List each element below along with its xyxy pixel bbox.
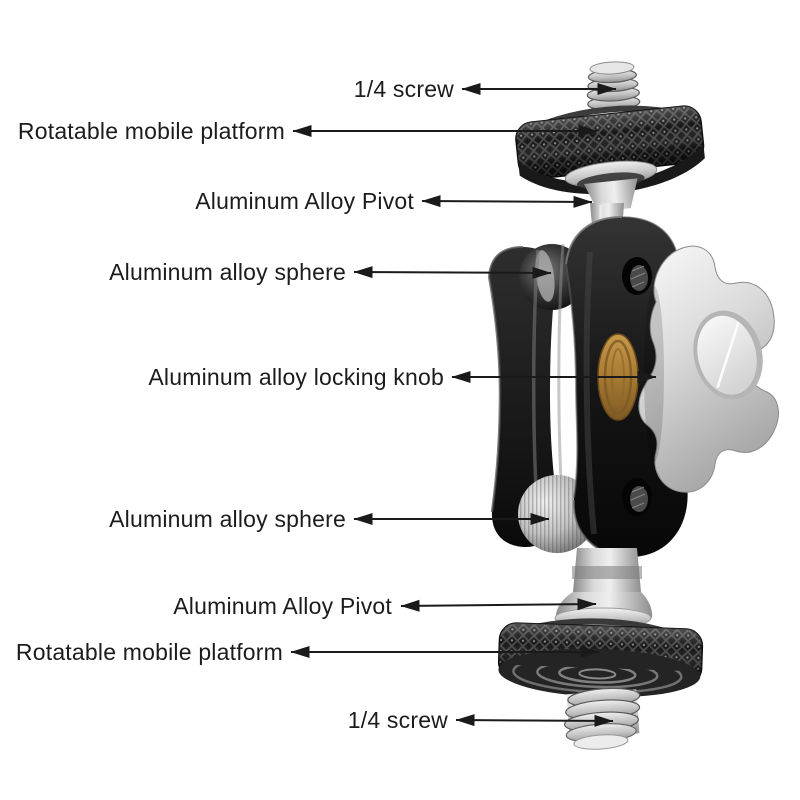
bottom-rotatable-platform [497, 618, 704, 698]
label-pivot-top: Aluminum Alloy Pivot [195, 188, 414, 214]
label-quarter-screw-bottom: 1/4 screw [347, 707, 448, 733]
label-pivot-bottom: Aluminum Alloy Pivot [173, 593, 392, 619]
arrow-pivot-bottom [400, 598, 597, 612]
label-platform-top: Rotatable mobile platform [17, 118, 285, 144]
arrow-quarter-screw-bottom [455, 714, 614, 727]
front-plate-hole-top [622, 257, 652, 295]
clamp-rear-plate [487, 246, 559, 547]
arrow-sphere-top [353, 266, 552, 279]
label-locking-knob: Aluminum alloy locking knob [148, 364, 444, 390]
locking-knob [638, 245, 779, 493]
label-sphere-top: Aluminum alloy sphere [109, 259, 346, 285]
arrow-pivot-top [421, 195, 593, 208]
label-platform-bottom: Rotatable mobile platform [15, 639, 283, 665]
label-sphere-bottom: Aluminum alloy sphere [109, 506, 346, 532]
label-quarter-screw-top: 1/4 screw [353, 76, 454, 102]
front-plate-hole-bottom [622, 478, 652, 516]
